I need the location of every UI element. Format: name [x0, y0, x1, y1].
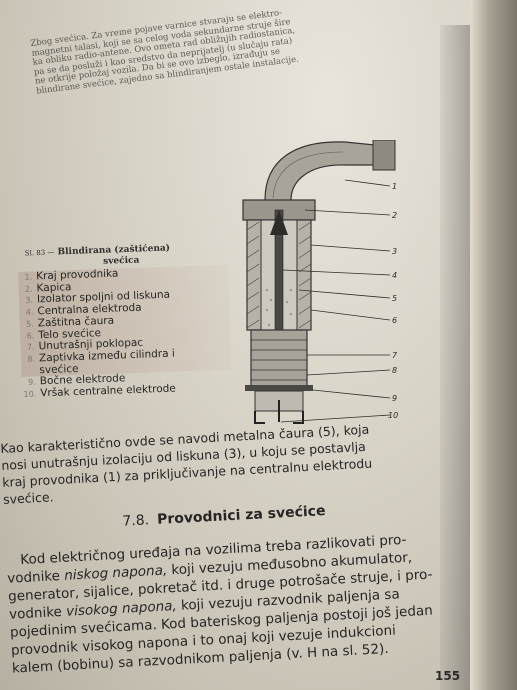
legend-text: Kraj provodnika [35, 267, 119, 283]
body-text: Kao karakteristično ovde se navodi metal… [0, 416, 472, 678]
section-heading: 7.8. Provodnici za svećice [122, 496, 464, 530]
legend-num: 10. [23, 389, 37, 399]
paragraph-1: Kao karakteristično ovde se navodi metal… [0, 416, 463, 508]
paragraph-2: Kod električnog uređaja na vozilima treb… [6, 528, 472, 678]
part-label: 3 [392, 247, 397, 256]
section-number: 7.8. [122, 512, 150, 530]
part-label: 6 [392, 316, 397, 325]
legend-num: 3. [25, 295, 34, 306]
legend-num: 5. [26, 319, 34, 329]
book-edge-shadow [470, 0, 517, 690]
legend-num: 2. [24, 284, 33, 294]
spark-plug-illustration: 1 2 3 4 5 6 7 8 9 10 [242, 140, 398, 424]
legend-num: 8. [27, 354, 36, 364]
text-span: vodnike [8, 603, 67, 623]
part-label: 7 [392, 351, 398, 360]
legend-num: 7. [26, 342, 35, 352]
section-title: Provodnici za svećice [156, 503, 326, 528]
part-label: 5 [392, 294, 397, 303]
figure-number: Sl. 83 — [24, 248, 55, 258]
figure-legend: 1.Kraj provodnika 2.Kapica 3.Izolator sp… [18, 264, 232, 401]
legend-num: 9. [28, 377, 37, 388]
page-number: 155 [435, 669, 461, 683]
page-edge [440, 25, 470, 690]
part-label: 4 [392, 271, 397, 280]
legend-num: 1. [24, 272, 33, 282]
book-page: Zbog svećica. Za vreme pojave varnice st… [0, 0, 470, 690]
part-label: 9 [392, 394, 397, 403]
part-label: 8 [392, 366, 397, 375]
text-span: vodnike [6, 567, 65, 587]
part-label: 10 [388, 411, 398, 420]
part-label: 2 [392, 211, 397, 220]
legend-num: 6. [26, 330, 35, 341]
top-paragraph: Zbog svećica. Za vreme pojave varnice st… [30, 0, 404, 97]
part-label: 1 [392, 182, 397, 191]
legend-num: 4. [25, 307, 34, 317]
